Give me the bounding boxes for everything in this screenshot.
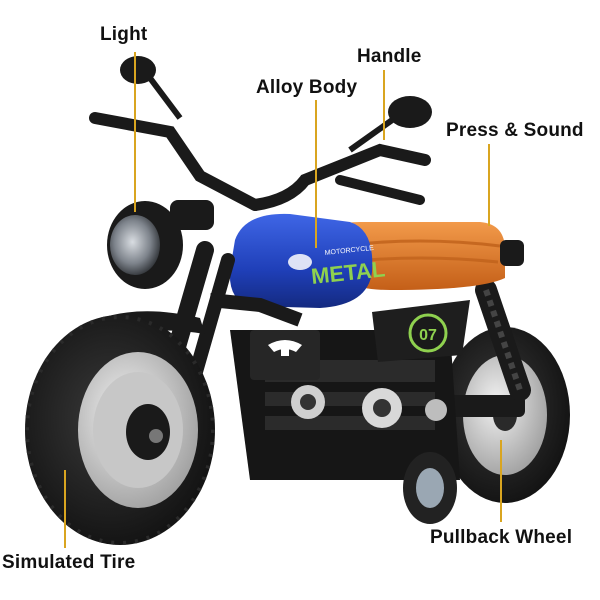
label-alloy-body: Alloy Body xyxy=(256,77,358,98)
alloy-body-leader-line xyxy=(315,100,317,248)
headlight xyxy=(107,200,214,289)
side-panel: 07 xyxy=(372,300,470,362)
engine xyxy=(230,330,460,480)
label-pullback-wheel: Pullback Wheel xyxy=(430,527,573,548)
label-simulated-tire: Simulated Tire xyxy=(2,552,136,573)
label-press-sound: Press & Sound xyxy=(446,120,584,141)
press-sound-leader-line xyxy=(488,144,490,226)
label-handle: Handle xyxy=(357,46,422,67)
front-wheel xyxy=(25,315,215,545)
pullback-wheel xyxy=(403,452,457,524)
light-leader-line xyxy=(134,52,136,212)
pullback-wheel-leader-line xyxy=(500,440,502,522)
simulated-tire-leader-line xyxy=(64,470,66,548)
handlebars xyxy=(89,56,432,211)
label-light: Light xyxy=(100,24,148,45)
side-number-decal: 07 xyxy=(419,327,437,344)
handle-leader-line xyxy=(383,70,385,140)
